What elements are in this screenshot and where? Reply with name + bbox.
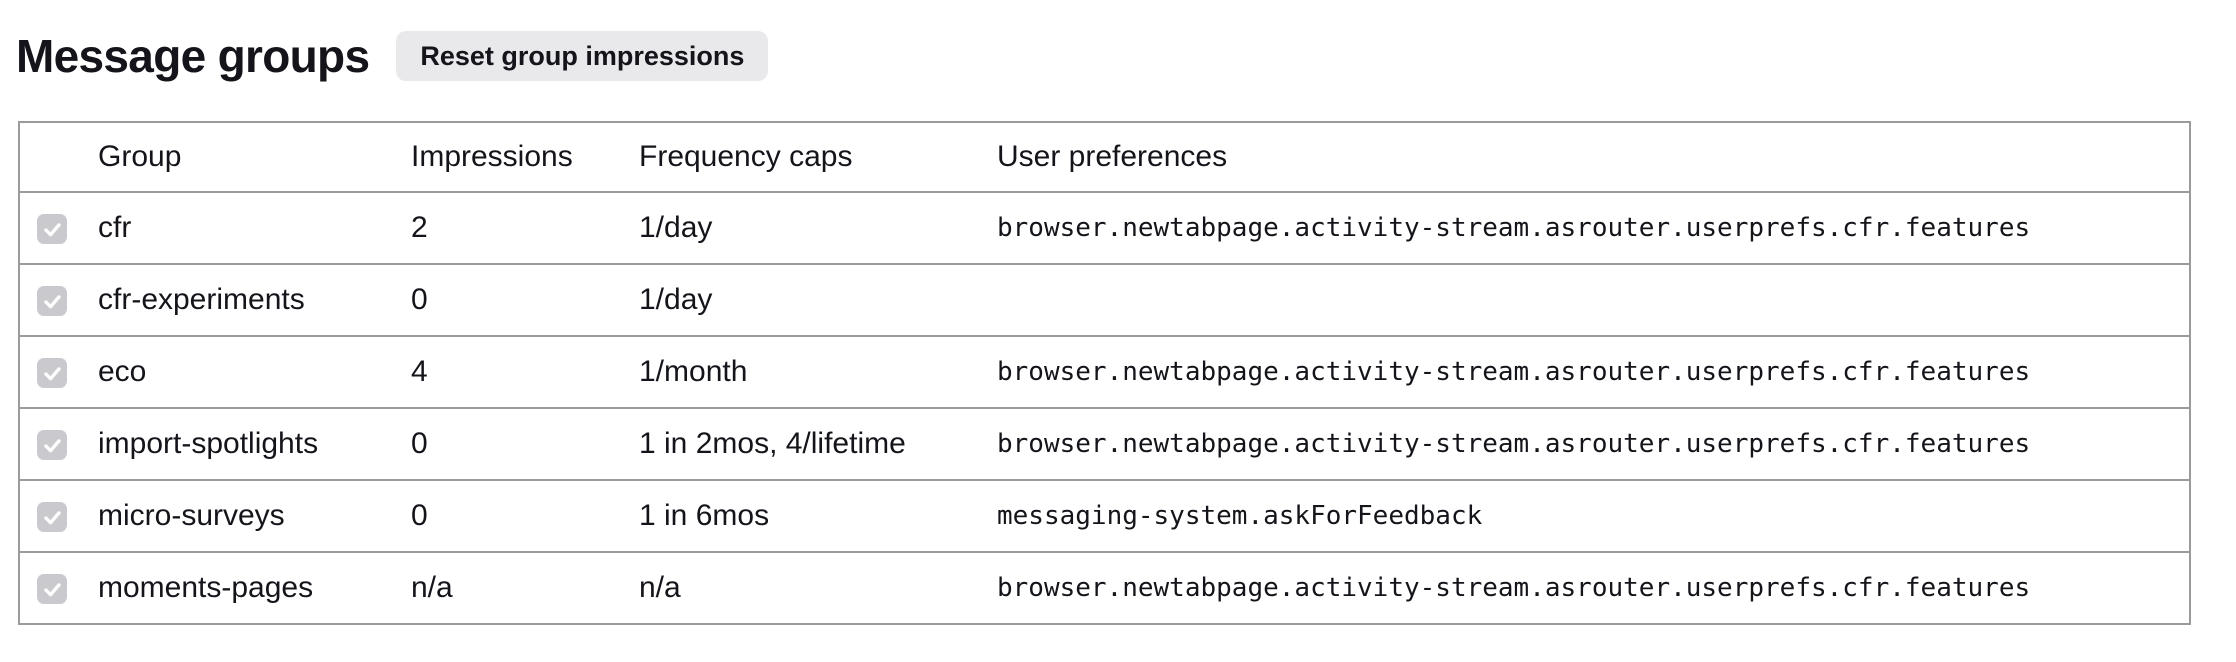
frequency-caps-value: 1 in 2mos, 4/lifetime [639, 427, 906, 460]
frequency-caps-value: 1/day [639, 211, 713, 244]
table-row: micro-surveys 0 1 in 6mos messaging-syst… [19, 480, 2190, 552]
impressions-value: 0 [411, 283, 428, 316]
group-enabled-cell [19, 480, 82, 552]
group-name: moments-pages [98, 571, 314, 604]
reset-group-impressions-button[interactable]: Reset group impressions [396, 31, 769, 81]
user-preferences-value: browser.newtabpage.activity-stream.asrou… [997, 573, 2031, 603]
user-preferences-value: browser.newtabpage.activity-stream.asrou… [997, 357, 2031, 387]
checkmark-icon [43, 438, 61, 452]
group-enabled-cell [19, 408, 82, 480]
frequency-caps-value: 1 in 6mos [639, 499, 770, 532]
impressions-value: 4 [411, 355, 428, 388]
impressions-value: 2 [411, 211, 428, 244]
group-name: micro-surveys [98, 499, 285, 532]
checkbox-column-spacer [19, 122, 82, 192]
group-enabled-cell [19, 264, 82, 336]
group-name: cfr-experiments [98, 283, 305, 316]
frequency-caps-value: n/a [639, 571, 681, 604]
table-row: eco 4 1/month browser.newtabpage.activit… [19, 336, 2190, 408]
group-enabled-checkbox[interactable] [37, 430, 67, 461]
checkmark-icon [43, 294, 61, 308]
page-header: Message groups Reset group impressions [0, 0, 2236, 82]
group-enabled-cell [19, 552, 82, 624]
table-row: import-spotlights 0 1 in 2mos, 4/lifetim… [19, 408, 2190, 480]
column-header-impressions: Impressions [411, 140, 573, 173]
group-enabled-cell [19, 336, 82, 408]
group-enabled-checkbox[interactable] [37, 574, 67, 605]
column-header-group: Group [98, 140, 182, 173]
impressions-value: 0 [411, 499, 428, 532]
page-title: Message groups [16, 29, 370, 82]
checkmark-icon [43, 222, 61, 236]
table-row: cfr 2 1/day browser.newtabpage.activity-… [19, 192, 2190, 264]
user-preferences-value: browser.newtabpage.activity-stream.asrou… [997, 213, 2031, 243]
group-enabled-cell [19, 192, 82, 264]
group-name: cfr [98, 211, 132, 244]
frequency-caps-value: 1/day [639, 283, 713, 316]
checkmark-icon [43, 366, 61, 380]
impressions-value: 0 [411, 427, 428, 460]
impressions-value: n/a [411, 571, 453, 604]
message-groups-table: Group Impressions Frequency caps User pr… [18, 121, 2191, 625]
group-name: eco [98, 355, 147, 388]
message-groups-page: Message groups Reset group impressions G… [0, 0, 2236, 625]
table-header-row: Group Impressions Frequency caps User pr… [19, 122, 2190, 192]
table-row: cfr-experiments 0 1/day [19, 264, 2190, 336]
checkmark-icon [43, 582, 61, 596]
column-header-user-preferences: User preferences [997, 140, 1228, 173]
user-preferences-value [981, 264, 2190, 336]
group-enabled-checkbox[interactable] [37, 214, 67, 245]
group-enabled-checkbox[interactable] [37, 358, 67, 389]
group-enabled-checkbox[interactable] [37, 286, 67, 317]
user-preferences-value: browser.newtabpage.activity-stream.asrou… [997, 429, 2031, 459]
group-name: import-spotlights [98, 427, 319, 460]
frequency-caps-value: 1/month [639, 355, 748, 388]
checkmark-icon [43, 510, 61, 524]
group-enabled-checkbox[interactable] [37, 502, 67, 533]
table-row: moments-pages n/a n/a browser.newtabpage… [19, 552, 2190, 624]
groups-table-body: cfr 2 1/day browser.newtabpage.activity-… [19, 192, 2190, 624]
column-header-frequency-caps: Frequency caps [639, 140, 853, 173]
user-preferences-value: messaging-system.askForFeedback [997, 501, 1483, 531]
